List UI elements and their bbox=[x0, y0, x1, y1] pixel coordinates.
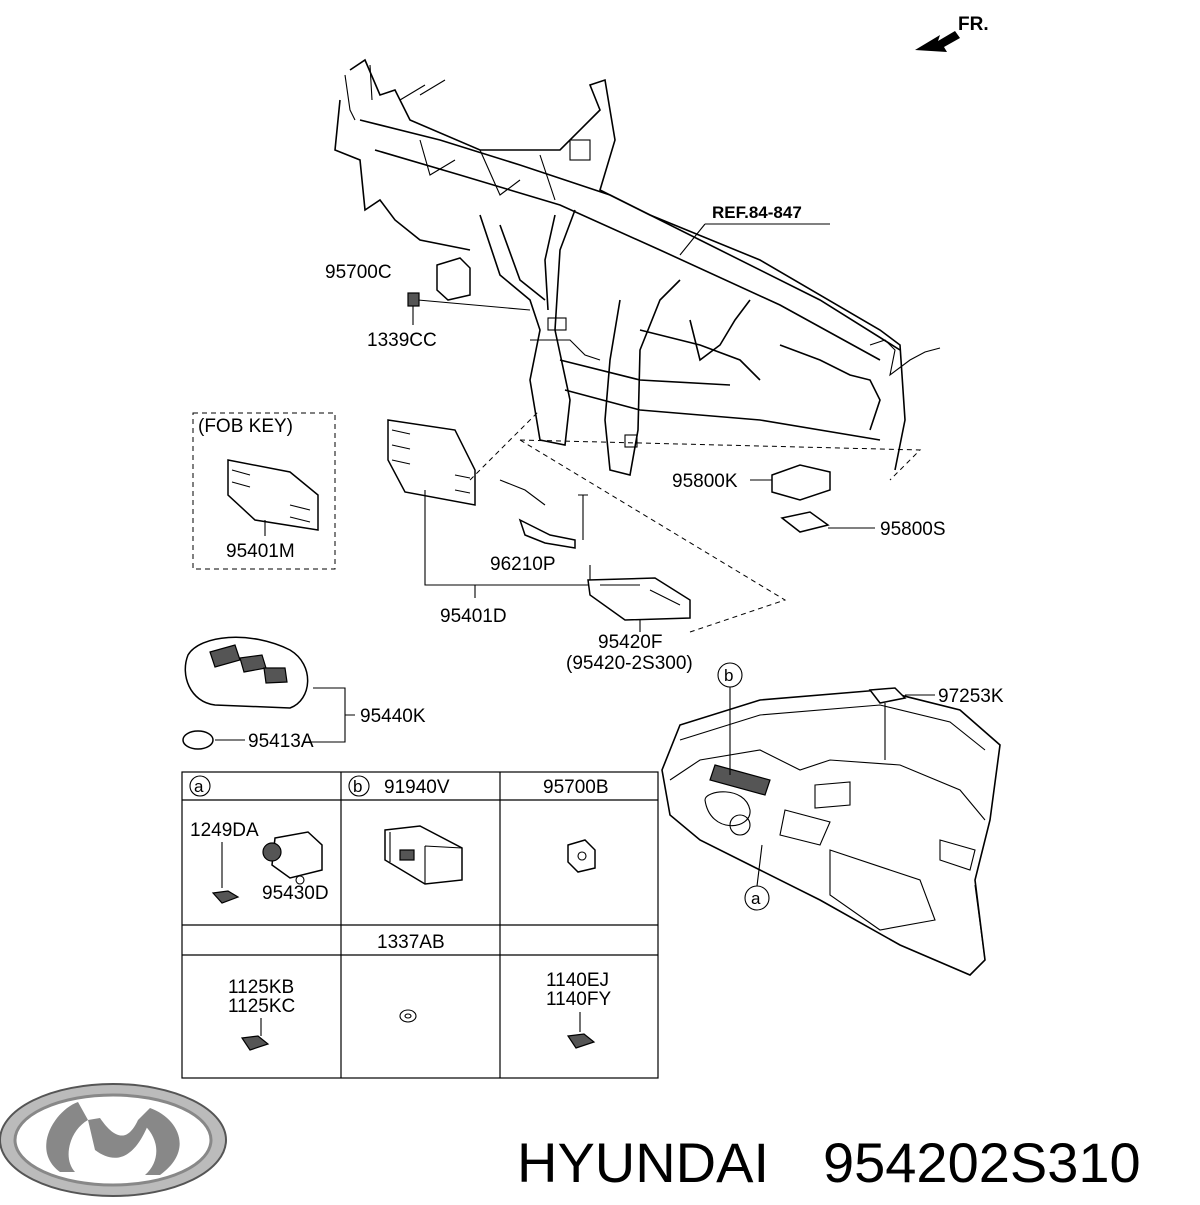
front-direction-label: FR. bbox=[958, 14, 989, 35]
table-marker-b-circle bbox=[348, 775, 370, 797]
table-cell-95430d: 95430D bbox=[262, 883, 329, 904]
table-header-95700b: 95700B bbox=[543, 777, 609, 798]
marker-b-label: b bbox=[724, 666, 733, 685]
part-95700b-sensor bbox=[567, 839, 596, 873]
part-97253k-bracket bbox=[868, 687, 935, 760]
callout-95401m: 95401M bbox=[226, 541, 295, 562]
table-cell-1140ej: 1140EJ bbox=[546, 970, 609, 991]
leader-95401d bbox=[469, 409, 541, 481]
part-1337ab-nut bbox=[399, 1009, 417, 1023]
callout-97253k: 97253K bbox=[938, 686, 1004, 707]
part-91940v-connector bbox=[384, 825, 463, 885]
table-marker-a: a bbox=[194, 777, 204, 796]
part-96210p-antenna bbox=[499, 479, 588, 549]
callout-95401d: 95401D bbox=[440, 606, 507, 627]
ref-leader bbox=[679, 223, 706, 256]
marker-a-label: a bbox=[751, 889, 761, 908]
cowl-crossbar-frame bbox=[334, 58, 941, 476]
callout-95800s: 95800S bbox=[880, 519, 946, 540]
footer-brand: HYUNDAI bbox=[517, 1131, 769, 1194]
part-95440k-smart-key bbox=[184, 636, 355, 743]
part-1339cc-nut bbox=[407, 292, 420, 325]
part-95420f-antenna-module bbox=[587, 577, 691, 632]
fob-key-label: (FOB KEY) bbox=[198, 416, 293, 437]
part-95430d-switch bbox=[262, 831, 323, 885]
table-cell-1337ab: 1337AB bbox=[377, 932, 445, 953]
table-header-91940v: 91940V bbox=[384, 777, 450, 798]
part-95800s-bracket bbox=[780, 511, 875, 533]
callout-95420f: 95420F bbox=[598, 632, 662, 653]
part-95700c-bracket bbox=[417, 257, 531, 311]
callout-95413a: 95413A bbox=[248, 731, 314, 752]
fob-key-box bbox=[192, 412, 336, 570]
hyundai-logo-icon bbox=[0, 1083, 227, 1197]
dashboard-assembly bbox=[661, 689, 1001, 976]
part-1249da-screw bbox=[211, 842, 240, 904]
part-1125kb-bolt bbox=[240, 1018, 270, 1051]
table-marker-b: b bbox=[353, 777, 362, 796]
part-95401d-module bbox=[387, 419, 591, 598]
part-1140ej-bolt bbox=[566, 1012, 596, 1049]
leader-95800k bbox=[519, 439, 922, 481]
part-95401m-module bbox=[227, 459, 319, 536]
table-cell-1125kb: 1125KB bbox=[228, 977, 294, 998]
callout-95800k: 95800K bbox=[672, 471, 738, 492]
front-direction-arrow-icon bbox=[915, 31, 960, 52]
callout-95700c: 95700C bbox=[325, 262, 392, 283]
callout-1339cc: 1339CC bbox=[367, 330, 437, 351]
footer-part-number: 954202S310 bbox=[823, 1131, 1141, 1194]
ref-label: REF.84-847 bbox=[712, 203, 802, 222]
table-marker-a-circle bbox=[189, 775, 211, 797]
part-95800k-module bbox=[750, 464, 831, 501]
leader-95420f bbox=[519, 439, 787, 633]
table-cell-1249da: 1249DA bbox=[190, 820, 259, 841]
marker-a-leader bbox=[756, 844, 763, 887]
part-95413a-battery bbox=[182, 730, 245, 750]
table-cell-1140fy: 1140FY bbox=[546, 989, 611, 1010]
parts-table bbox=[181, 771, 659, 1079]
table-cell-1125kc: 1125KC bbox=[228, 996, 295, 1017]
callout-95420-alt: (95420-2S300) bbox=[566, 653, 693, 674]
callout-96210p: 96210P bbox=[490, 554, 556, 575]
callout-95440k: 95440K bbox=[360, 706, 426, 727]
